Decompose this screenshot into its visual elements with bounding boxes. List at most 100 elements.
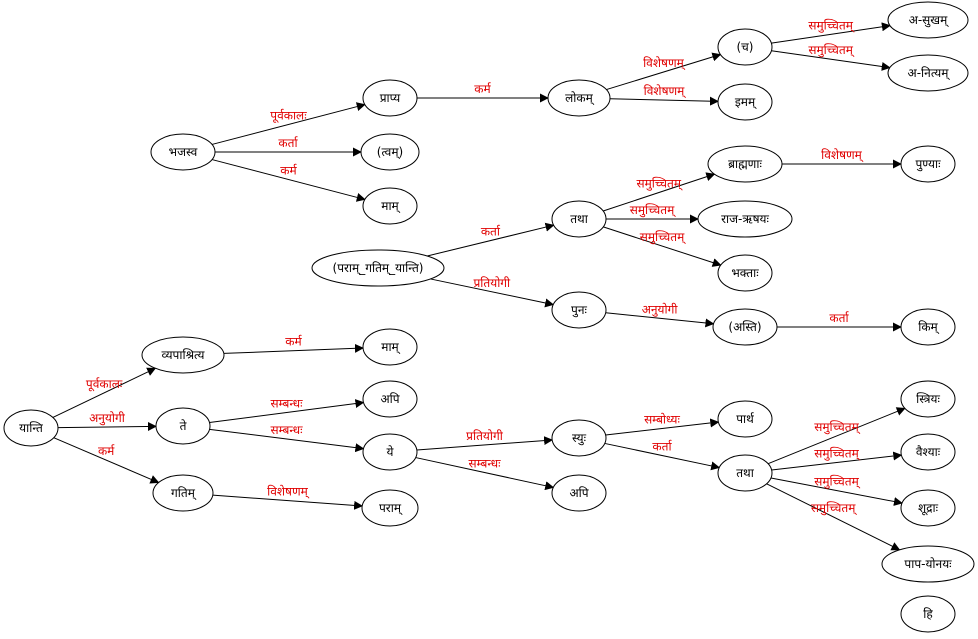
edge-line: [223, 343, 364, 354]
node-label: माम्: [381, 340, 400, 355]
node-label: पराम्: [379, 501, 403, 516]
node-label: ते: [180, 419, 188, 433]
edge-label: कर्म: [474, 82, 491, 96]
node-label: पुण्याः: [915, 157, 941, 172]
node-ellipse: [712, 308, 778, 346]
node-label: ब्राह्मणाः: [728, 157, 762, 171]
node-label: यान्ति: [19, 421, 44, 435]
node-ellipse: [311, 249, 445, 287]
node-ellipse: [547, 79, 611, 117]
node-prapya: प्राप्य: [362, 79, 418, 117]
edge-label: प्रतियोगी: [473, 276, 511, 290]
node-punyah: पुण्याः: [900, 145, 956, 183]
edge-te-api1: सम्बन्धः: [209, 397, 365, 424]
edge-line: [211, 102, 366, 145]
edge-label: अनुयोगी: [89, 411, 126, 426]
node-label: शूद्राः: [918, 501, 939, 516]
edge-line: [605, 312, 715, 328]
edge-label: विशेषणम्: [643, 56, 686, 71]
edge-label: समुच्चितम्: [808, 18, 855, 33]
edge-label: कर्म: [285, 335, 302, 349]
node-bhaktah: भक्ताः: [717, 254, 773, 292]
node-label: प्राप्य: [380, 91, 402, 105]
edge-bhajasva-prapya: पूर्वकालः: [211, 102, 366, 145]
node-ellipse: [900, 433, 956, 471]
node-ellipse: [717, 254, 773, 292]
edge-label: विशेषणम्: [821, 148, 864, 163]
node-label: अपि: [569, 486, 588, 500]
node-cha: (च): [717, 28, 773, 66]
node-ellipse: [360, 133, 420, 171]
edge-line: [427, 222, 555, 257]
edge-label: समुच्चितम्: [811, 501, 858, 516]
edge-line: [209, 399, 365, 424]
node-vaishyah: वैश्याः: [900, 433, 956, 471]
node-ellipse: [361, 489, 419, 527]
edge-line: [52, 367, 157, 418]
edge-bhajasva-tvam: कर्ता: [215, 136, 362, 157]
node-label: स्युः: [572, 431, 587, 446]
node-ellipse: [881, 545, 975, 583]
node-hi: हि: [900, 595, 956, 633]
node-brahmanah: ब्राह्मणाः: [707, 145, 783, 183]
edge-cha-anityam: समुच्चितम्: [771, 43, 891, 71]
node-ellipse: [900, 308, 956, 346]
edge-line: [766, 483, 901, 551]
node-label: हि: [923, 607, 933, 621]
edge-paramgatim-tatha1: कर्ता: [427, 222, 555, 257]
node-partha: पार्थ: [717, 400, 773, 438]
edge-label: पूर्वकालः: [270, 108, 307, 123]
node-label: किम्: [918, 320, 940, 335]
node-api2: अपि: [551, 474, 607, 512]
edge-syuh-tatha2: कर्ता: [604, 440, 721, 471]
node-label: पाप-योनयः: [904, 557, 952, 571]
edge-label: समुच्चितम्: [814, 447, 861, 462]
edge-brahmanah-punyah: विशेषणम्: [782, 148, 902, 169]
node-ellipse: [887, 54, 969, 92]
edge-line: [771, 22, 891, 44]
node-rajarshayah: राज-ऋषयः: [697, 200, 793, 238]
node-paramgatim: (पराम्_गतिम्_यान्ति): [311, 249, 445, 287]
edge-line: [53, 437, 160, 484]
node-vyapashritya: व्यपाश्रित्य: [141, 336, 225, 374]
node-ellipse: [152, 474, 214, 512]
node-label: (च): [737, 40, 754, 54]
node-asti: (अस्ति): [712, 308, 778, 346]
node-papayonayah: पाप-योनयः: [881, 545, 975, 583]
node-label: लोकम्: [565, 91, 595, 106]
node-anityam: अ-नित्यम्: [887, 54, 969, 92]
edge-syuh-partha: सम्बोध्यः: [605, 413, 720, 436]
edge-cha-asukham: समुच्चितम्: [771, 18, 891, 44]
node-ellipse: [697, 200, 793, 238]
edge-line: [604, 442, 721, 471]
node-label: माम्: [381, 199, 400, 214]
edge-vyapashritya-mam2: कर्म: [223, 335, 364, 354]
edge-label: कर्म: [280, 164, 297, 178]
node-gatim: गतिम्: [152, 474, 214, 512]
node-label: पुनः: [571, 303, 587, 318]
edge-label: सम्बोध्यः: [644, 413, 680, 427]
node-imam: इमम्: [717, 83, 773, 121]
nodes-layer: यान्तिव्यपाश्रित्यतेगतिम्माम्अपियेपराम्स…: [3, 1, 975, 633]
edge-label: समुच्चितम्: [630, 203, 677, 218]
edge-label: विशेषणम्: [644, 84, 687, 99]
node-label: अ-सुखम्: [909, 13, 950, 28]
node-ellipse: [141, 336, 225, 374]
node-ellipse: [362, 79, 418, 117]
node-mam2: माम्: [362, 328, 418, 366]
edge-line: [211, 159, 366, 202]
node-ellipse: [551, 419, 607, 457]
edge-line: [415, 457, 555, 491]
node-ellipse: [900, 380, 956, 418]
edge-line: [609, 96, 719, 106]
edge-label: समुच्चितम्: [637, 177, 684, 192]
edge-yanti-gatim: कर्म: [53, 437, 160, 484]
node-ellipse: [362, 328, 418, 366]
node-lokam: लोकम्: [547, 79, 611, 117]
edge-label: कर्ता: [829, 311, 849, 325]
edge-tatha2-striyah: समुच्चितम्: [767, 407, 906, 465]
edge-paramgatim-punah: प्रतियोगी: [430, 276, 555, 308]
node-label: तथा: [736, 466, 755, 480]
edge-punah-asti: अनुयोगी: [605, 302, 715, 328]
node-ellipse: [900, 489, 956, 527]
